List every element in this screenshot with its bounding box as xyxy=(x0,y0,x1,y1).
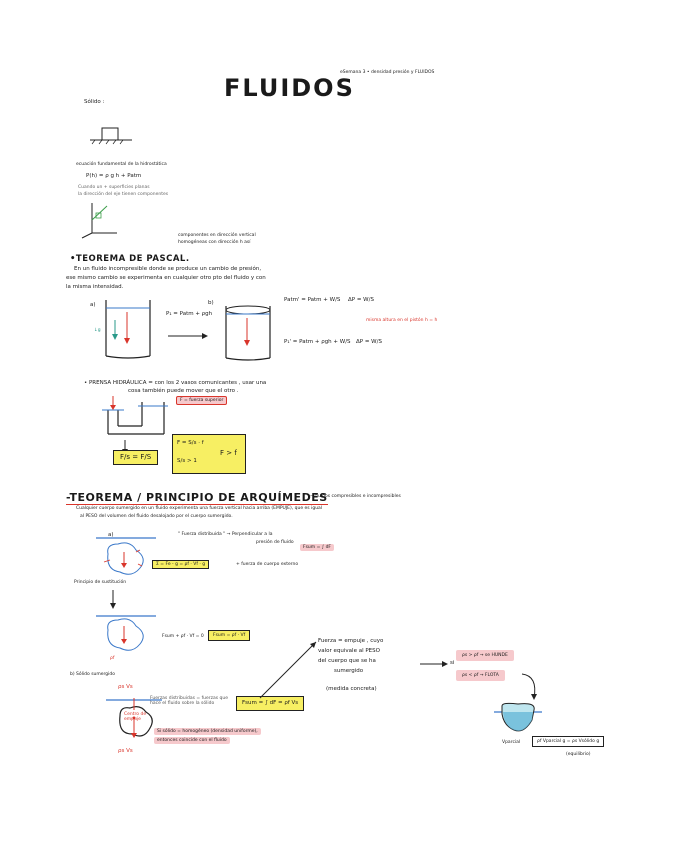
flota-eq: ρf Vparcial g = ρs Vsólido g xyxy=(532,736,605,748)
pascal-heading: •TEOREMA DE PASCAL. xyxy=(70,254,190,264)
pink-note-2: entonces coincide con el fluido xyxy=(154,737,230,745)
prensa-heading: • PRENSA HIDRÁULICA = con los 2 vasos co… xyxy=(84,380,267,386)
axes-note-1: componentes en dirección vertical xyxy=(178,233,256,238)
flota-arrow xyxy=(521,673,537,700)
suma-note: + fuerza de cuerpo externo xyxy=(236,562,299,567)
fsum-label: Fsum = ∫ dF xyxy=(300,544,335,552)
prensa-eq-2: F = S/s · f xyxy=(177,440,204,446)
arquimedes-case-b: b) Sólido sumergido xyxy=(70,672,116,677)
floating-body xyxy=(494,702,542,732)
empuje-3: del cuerpo que se ha xyxy=(318,658,376,664)
arquimedes-text-1: Cualquier cuerpo sumergido en un fluido … xyxy=(76,506,323,511)
solid-note: Fuerzas distribuidas = fuerzas que hace … xyxy=(150,696,228,707)
suma-box: Σ = Fe - g = ρf · Vf · g xyxy=(152,560,210,570)
prensa-label: F = fuerza superior xyxy=(176,396,228,406)
arquimedes-heading-text: -TEOREMA / PRINCIPIO DE ARQUÍMEDES xyxy=(66,491,328,505)
sustitucion-arrow xyxy=(110,590,116,609)
pascal-eq-a: P₁ = Patm + ρgh xyxy=(166,311,213,317)
pascal-eq-b1-delta: ΔP = W/S xyxy=(348,297,374,303)
pascal-red-note: misma altura en el pistón h = h xyxy=(366,318,438,323)
pascal-text-1: En un fluido incompresible donde se prod… xyxy=(74,266,262,272)
prensa-eq-box: F/s = F/S xyxy=(113,450,159,466)
prensa-eq: F/s = F/S xyxy=(120,453,152,461)
to-condition-arrow xyxy=(420,661,448,667)
prensa-eq-3: S/s > 1 xyxy=(177,458,197,464)
pink-note-1: Si sólido = homogéneo (densidad uniforme… xyxy=(154,728,261,736)
eq-fluido: Fsum + ρf · Vf = 0 xyxy=(162,634,204,639)
rho-vs-bottom: ρs Vs xyxy=(118,748,133,754)
prensa-heading-2: cosa también puede mover que el otro . xyxy=(128,388,239,394)
principio-sustitucion: Principio de sustitución xyxy=(74,580,127,585)
ecuacion-note-1: Cuando un + superficies planas xyxy=(78,185,150,190)
solid-blob-b xyxy=(106,698,162,738)
axes-note-2: homogéneas con dirección h así xyxy=(178,240,251,245)
pascal-eq-b2-delta: ΔP = W/S xyxy=(356,339,382,345)
vessel-b xyxy=(225,305,271,361)
vparcial-label: Vparcial xyxy=(502,740,521,745)
pascal-case-a: a) xyxy=(90,302,96,308)
empuje-5: (medida concreta) xyxy=(326,686,377,692)
flota-note: (equilibrio) xyxy=(566,752,591,757)
axes-diagram xyxy=(81,203,117,239)
arrow-a-to-b xyxy=(168,333,208,339)
prensa-summary-box xyxy=(172,434,246,474)
arquimedes-text-2: al PESO del volumen del fluido desalojad… xyxy=(80,514,233,519)
eq-fluido-box: Fsum = ρf · Vf xyxy=(208,630,251,642)
centro-label: Centro de empuje xyxy=(124,712,147,723)
ecuacion-formula: P(h) = ρ g h + Patm xyxy=(86,173,142,179)
fluid-blob-a xyxy=(96,537,156,575)
empuje-arrow xyxy=(259,641,317,699)
arquimedes-heading-note: → fluidos compresibles e incompresibles xyxy=(310,494,401,499)
fluid-blob-a2 xyxy=(96,615,156,651)
fsum-box: Fsum = ∫ dF = ρf Vs xyxy=(236,696,305,711)
header-note: eSemana 3 • densidad presión y FLUIDOS xyxy=(340,70,435,75)
fuerza-label-2: presión de fluido xyxy=(256,540,294,545)
empuje-2: valor equivale al PESO xyxy=(318,648,380,654)
pascal-text-3: la misma intensidad. xyxy=(66,284,124,290)
rho-f-label: ρf xyxy=(110,656,115,661)
prensa-result: F > f xyxy=(220,449,237,457)
si-label: si xyxy=(450,660,455,666)
arquimedes-heading: -TEOREMA / PRINCIPIO DE ARQUÍMEDES xyxy=(66,491,328,505)
empuje-1: Fuerza = empuje , cuyo xyxy=(318,638,384,644)
rho-vs-top: ρs Vs xyxy=(118,684,133,690)
page-title: FLUIDOS xyxy=(224,74,355,102)
empuje-4: sumergido xyxy=(334,668,364,674)
pascal-eq-b2: P₁' = Patm + ρgh + W/S xyxy=(284,339,351,345)
ecuacion-heading: ecuación fundamental de la hidrostática xyxy=(76,162,167,167)
fuerza-label: " Fuerza distribuida " → Perpendicular a… xyxy=(178,532,273,537)
solido-label: Sólido : xyxy=(84,99,105,105)
cond-box-1: ρs > ρf → se HUNDE xyxy=(456,650,514,662)
pascal-case-b: b) xyxy=(208,300,214,306)
ecuacion-note-2: la dirección del eje tienen componentes xyxy=(78,192,169,197)
cond-box-2: ρs < ρf → FLOTA xyxy=(456,670,505,682)
vessel-a xyxy=(105,300,151,359)
g-label-a: ↓g xyxy=(94,328,101,333)
pascal-text-2: ese mismo cambio se experimenta en cualq… xyxy=(66,275,266,281)
pascal-eq-b1: Patm' = Patm + W/S xyxy=(284,297,341,303)
prensa-diagram xyxy=(102,396,168,435)
solido-diagram xyxy=(90,127,132,145)
arquimedes-case-a: a) xyxy=(108,532,114,538)
